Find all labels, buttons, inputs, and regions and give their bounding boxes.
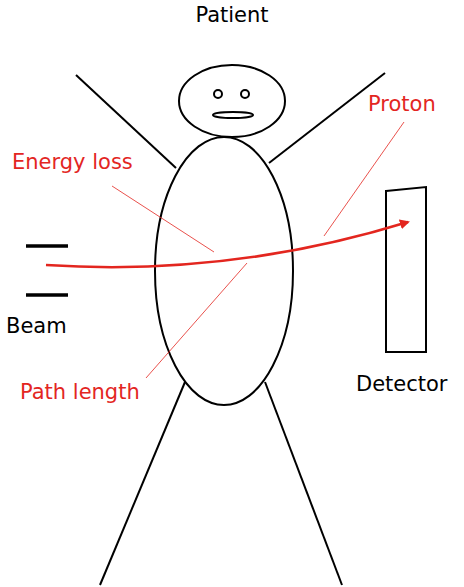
leg	[100, 382, 185, 585]
figure-label: Path length	[20, 380, 140, 405]
arm	[269, 73, 385, 163]
figure-label: Beam	[6, 314, 67, 339]
leg	[265, 382, 342, 585]
beam-aperture	[26, 244, 68, 248]
leader-line	[324, 122, 404, 236]
mouth	[213, 112, 253, 118]
head	[179, 65, 285, 137]
detector-plate	[386, 187, 426, 352]
beam-aperture	[26, 293, 68, 297]
figure-label: Patient	[195, 3, 268, 28]
body	[155, 137, 293, 405]
figure-label: Proton	[368, 92, 436, 117]
leader-line	[112, 186, 214, 252]
eye	[241, 90, 249, 98]
figure-label: Energy loss	[12, 150, 133, 175]
eye	[214, 90, 222, 98]
leader-line	[146, 263, 247, 378]
figure-label: Detector	[356, 372, 448, 397]
proton-path	[46, 222, 408, 267]
